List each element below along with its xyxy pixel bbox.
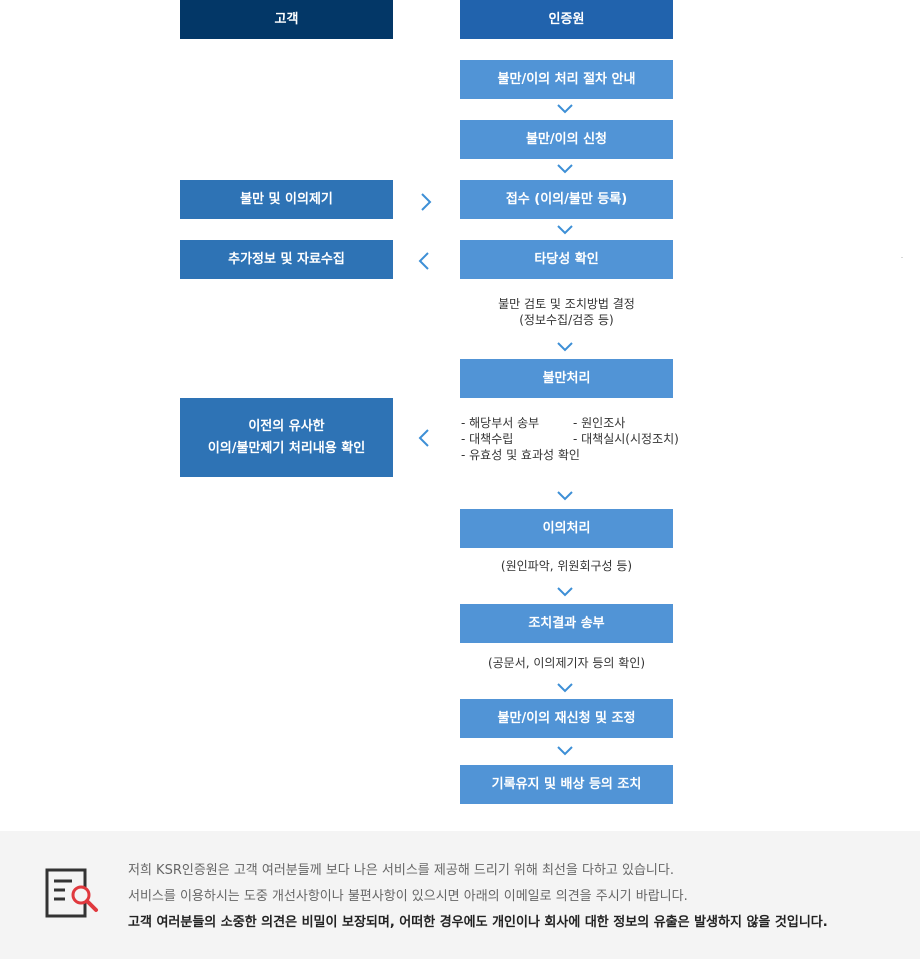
- step-validity: 타당성 확인: [460, 240, 673, 279]
- customer-collect-label: 추가정보 및 자료수집: [228, 251, 345, 267]
- customer-check-line-2: 이의/불만제기 처리내용 확인: [207, 440, 366, 456]
- footer-line-1: 저희 KSR인증원은 고객 여러분들께 보다 나은 서비스를 제공해 드리기 위…: [128, 863, 674, 878]
- customer-check: 이전의 유사한 이의/불만제기 처리내용 확인: [180, 398, 393, 477]
- step-complaint-process-label: 불만처리: [542, 370, 591, 386]
- header-certifier: 인증원: [460, 0, 673, 39]
- step-objection-process-label: 이의처리: [542, 520, 591, 536]
- footer-line-2: 서비스를 이용하시는 도중 개선사항이나 불편사항이 있으시면 아래의 이메일로…: [128, 889, 688, 904]
- step-receive-label: 접수 (이의/불만 등록): [505, 191, 628, 207]
- send-note: (공문서, 이의제기자 등의 확인): [487, 656, 646, 670]
- arrow-down-icon: [557, 164, 573, 174]
- step-record-label: 기록유지 및 배상 등의 조치: [491, 776, 642, 792]
- step-record: 기록유지 및 배상 등의 조치: [460, 765, 673, 804]
- step-apply-label: 불만/이의 신청: [525, 131, 608, 147]
- step-send-result-label: 조치결과 송부: [528, 615, 605, 631]
- arrow-down-icon: [557, 104, 573, 114]
- review-note: 불만 검토 및 조치방법 결정 (정보수집/검증 등): [460, 296, 673, 328]
- customer-check-line-1: 이전의 유사한: [248, 418, 325, 434]
- customer-raise-label: 불만 및 이의제기: [240, 191, 333, 207]
- step-apply: 불만/이의 신청: [460, 120, 673, 159]
- step-objection-process: 이의처리: [460, 509, 673, 548]
- review-note-line-2: (정보수집/검증 등): [519, 313, 614, 327]
- arrow-down-icon: [557, 491, 573, 501]
- step-validity-label: 타당성 확인: [534, 251, 599, 267]
- review-note-line-1: 불만 검토 및 조치방법 결정: [498, 297, 635, 311]
- step-reapply-label: 불만/이의 재신청 및 조정: [497, 710, 636, 726]
- footer-text: 저희 KSR인증원은 고객 여러분들께 보다 나은 서비스를 제공해 드리기 위…: [128, 858, 888, 936]
- arrow-down-icon: [557, 746, 573, 756]
- customer-raise: 불만 및 이의제기: [180, 180, 393, 219]
- list-item: - 해당부서 송부- 원인조사: [461, 416, 626, 430]
- step-guide: 불만/이의 처리 절차 안내: [460, 60, 673, 99]
- step-complaint-process: 불만처리: [460, 359, 673, 398]
- list-item: - 대책수립- 대책실시(시정조치): [461, 432, 679, 446]
- arrow-right-icon: [421, 193, 432, 211]
- arrow-down-icon: [557, 225, 573, 235]
- arrow-left-icon: [418, 252, 429, 270]
- header-customer-label: 고객: [274, 11, 299, 27]
- objection-note: (원인파악, 위원회구성 등): [500, 559, 633, 573]
- step-guide-label: 불만/이의 처리 절차 안내: [497, 71, 636, 87]
- header-customer: 고객: [180, 0, 393, 39]
- arrow-down-icon: [557, 587, 573, 597]
- arrow-left-icon: [418, 429, 429, 447]
- header-certifier-label: 인증원: [548, 11, 585, 27]
- customer-collect: 추가정보 및 자료수집: [180, 240, 393, 279]
- step-send-result: 조치결과 송부: [460, 604, 673, 643]
- footer-notice: 저희 KSR인증원은 고객 여러분들께 보다 나은 서비스를 제공해 드리기 위…: [0, 831, 920, 959]
- arrow-down-icon: [557, 342, 573, 352]
- step-receive: 접수 (이의/불만 등록): [460, 180, 673, 219]
- arrow-down-icon: [557, 683, 573, 693]
- list-item: - 유효성 및 효과성 확인: [461, 448, 580, 462]
- document-search-icon: [45, 868, 98, 918]
- footer-line-3: 고객 여러분들의 소중한 의견은 비밀이 보장되며, 어떠한 경우에도 개인이나…: [128, 915, 828, 930]
- complaint-items: - 해당부서 송부- 원인조사 - 대책수립- 대책실시(시정조치) - 유효성…: [461, 415, 701, 463]
- step-reapply: 불만/이의 재신청 및 조정: [460, 699, 673, 738]
- decorative-dot: [901, 257, 903, 258]
